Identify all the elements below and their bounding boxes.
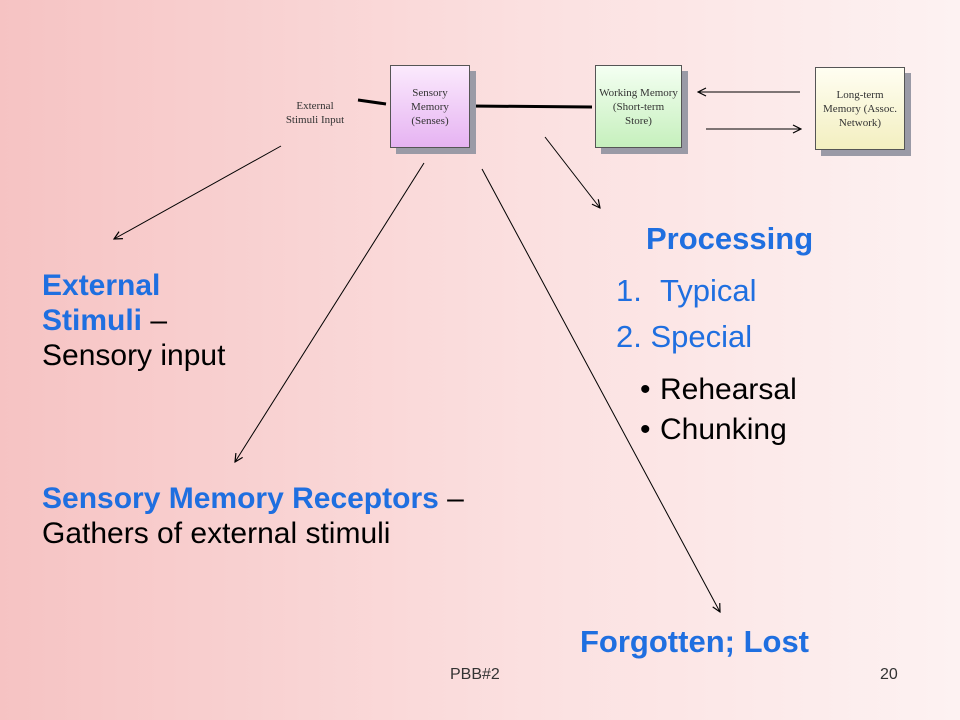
bullet-label: Chunking: [660, 413, 787, 446]
long-term-memory-box: Long-term Memory (Assoc. Network): [815, 67, 905, 150]
footer-label: PBB#2: [450, 666, 500, 683]
external-stimuli-dash: –: [142, 304, 168, 337]
sensory-memory-box-label: Sensory Memory (Senses): [411, 86, 449, 127]
processing-title: Processing: [646, 221, 814, 256]
page-number: 20: [880, 666, 898, 683]
sensory-receptors-dash: –: [438, 482, 464, 515]
working-memory-box: Working Memory (Short-term Store): [595, 65, 682, 148]
processing-item-label: Typical: [660, 273, 757, 308]
arrow-sensory-to-working: [469, 104, 593, 109]
special-bullet-list: • Rehearsal • Chunking: [640, 370, 797, 450]
bullet-icon: •: [640, 413, 651, 446]
bullet-item: • Chunking: [640, 410, 797, 450]
forgotten-lost-label: Forgotten; Lost: [580, 624, 810, 659]
arrow-to-receptors: [235, 162, 425, 462]
external-stimuli-text: External Stimuli –Sensory input: [42, 268, 262, 373]
external-stimuli-description: Sensory input: [42, 339, 226, 372]
bullet-icon: •: [640, 373, 651, 406]
long-term-memory-box-label: Long-term Memory (Assoc. Network): [823, 88, 897, 129]
sensory-receptors-heading: Sensory Memory Receptors: [42, 482, 439, 515]
processing-item-number: 1.: [616, 273, 642, 308]
working-memory-box-label: Working Memory (Short-term Store): [599, 86, 678, 127]
processing-list: 1. Typical 2. Special: [616, 273, 756, 365]
arrow-input-to-sensory: [357, 98, 387, 106]
arrow-to-forgotten: [481, 168, 720, 612]
sensory-receptors-description: Gathers of external stimuli: [42, 517, 391, 550]
processing-item: 1. Typical: [616, 273, 756, 319]
bullet-label: Rehearsal: [660, 373, 797, 406]
processing-item-label: Special: [650, 319, 753, 354]
external-stimuli-input-label: External Stimuli Input: [285, 100, 345, 126]
arrow-to-processing: [544, 136, 600, 208]
sensory-receptors-text: Sensory Memory Receptors – Gathers of ext…: [42, 481, 602, 551]
processing-item: 2. Special: [616, 319, 756, 365]
processing-item-number: 2.: [616, 319, 642, 354]
external-stimuli-heading: External Stimuli: [42, 269, 161, 337]
bullet-item: • Rehearsal: [640, 370, 797, 410]
arrow-to-external-stimuli: [114, 145, 282, 239]
sensory-memory-box: Sensory Memory (Senses): [390, 65, 470, 148]
